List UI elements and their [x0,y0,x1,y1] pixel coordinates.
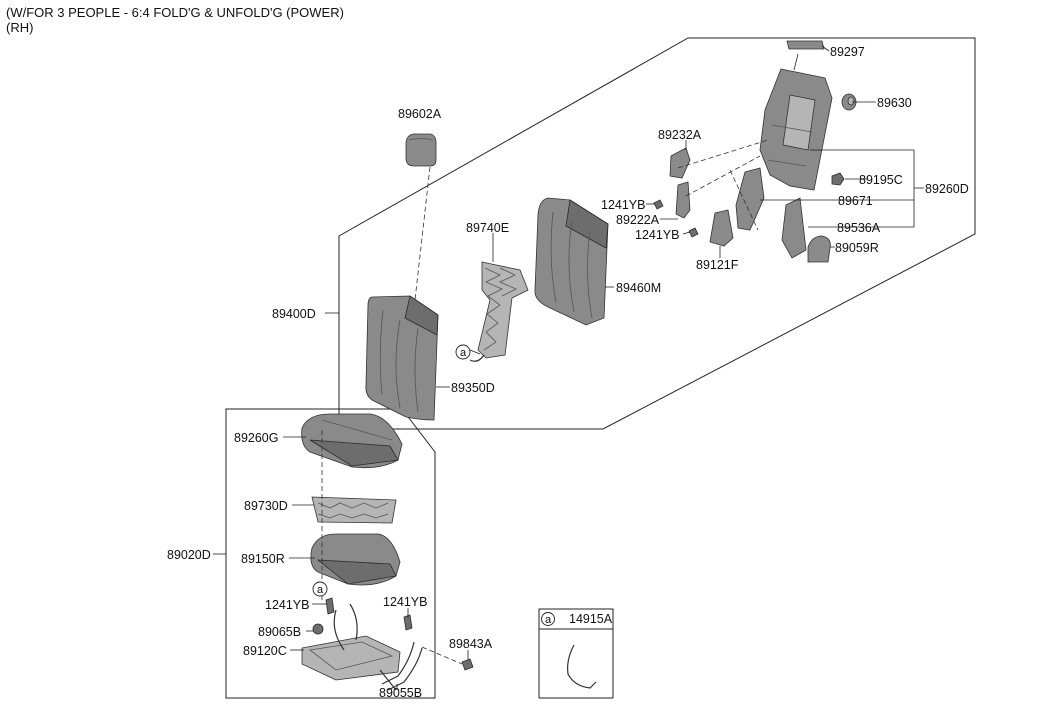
assembly-line [729,169,759,231]
label-89350D[interactable]: 89350D [451,381,495,395]
label-89195C[interactable]: 89195C [859,173,903,187]
diagram-title-line1: (W/FOR 3 PEOPLE - 6:4 FOLD'G & UNFOLD'G … [6,5,344,20]
label-89297[interactable]: 89297 [830,45,865,59]
label-89843A[interactable]: 89843A [449,637,493,651]
svg-text:a: a [460,347,467,359]
label-89630[interactable]: 89630 [877,96,912,110]
screw-1241YB-cushion-left[interactable] [325,597,335,615]
label-89059R[interactable]: 89059R [835,241,879,255]
label-89460M[interactable]: 89460M [616,281,661,295]
seatback-back-panel-89460M[interactable] [534,197,609,326]
label-89065B[interactable]: 89065B [258,625,301,639]
leader-lines [213,101,924,690]
grommet-89065B[interactable] [312,623,324,635]
latch-cover-89297[interactable] [786,40,830,52]
seatback-heater-89740E[interactable] [469,261,529,362]
bolt-89195C[interactable] [831,172,845,186]
bracket-89222A[interactable] [675,181,691,219]
bracket-89536A[interactable] [781,197,807,259]
headrest-leader [414,166,431,301]
label-1241YB-b[interactable]: 1241YB [635,228,679,242]
svg-text:a: a [317,584,324,596]
seatback-cover-89350D[interactable] [365,295,439,421]
label-1241YB-d[interactable]: 1241YB [265,598,309,612]
label-1241YB-a[interactable]: 1241YB [601,198,645,212]
ref-circle-cushion: a [312,581,328,597]
part-labels: 89297 89630 89602A 89232A 89195C 89260D … [167,45,969,700]
hinge-89671[interactable] [735,167,765,231]
label-89602A[interactable]: 89602A [398,107,442,121]
seatback-frame-89260D[interactable] [759,53,833,191]
assembly-line [677,139,769,169]
label-89121F[interactable]: 89121F [696,258,739,272]
label-89400D[interactable]: 89400D [272,307,316,321]
label-89150R[interactable]: 89150R [241,552,285,566]
label-89730D[interactable]: 89730D [244,499,288,513]
knob-89630[interactable] [841,93,857,111]
label-89536A[interactable]: 89536A [837,221,881,235]
label-89260G[interactable]: 89260G [234,431,278,445]
bracket-89232A[interactable] [669,147,691,179]
label-89120C[interactable]: 89120C [243,644,287,658]
label-89055B[interactable]: 89055B [379,686,422,700]
cover-89059R[interactable] [807,235,831,263]
svg-text:a: a [545,614,552,626]
assembly-line [421,646,463,665]
ref-circle-backrest: a [455,344,471,360]
label-89232A[interactable]: 89232A [658,128,702,142]
label-14915A[interactable]: 14915A [569,612,613,626]
screw-1241YB-upper[interactable] [653,199,664,210]
label-89671[interactable]: 89671 [838,194,873,208]
label-89260D[interactable]: 89260D [925,182,969,196]
bolt-89843A[interactable] [461,658,474,671]
legend-box [538,608,614,699]
wire-clip-14915A[interactable] [567,644,597,689]
headrest-89602A[interactable] [405,133,437,167]
ref-circle-legend: a [541,612,555,626]
label-89740E[interactable]: 89740E [466,221,509,235]
cushion-cover-89260G[interactable] [301,413,403,469]
cushion-heater-89730D[interactable] [311,496,397,524]
screw-1241YB-lower[interactable] [688,227,699,238]
bracket-89121F[interactable] [709,209,734,247]
cushion-assembly-frame [225,408,436,699]
diagram-title-line2: (RH) [6,20,34,35]
spring-89055B[interactable] [379,669,397,691]
assembly-line [685,155,761,197]
cushion-pad-89150R[interactable] [310,533,401,586]
cushion-frame-89120C[interactable] [301,603,423,691]
label-89020D[interactable]: 89020D [167,548,211,562]
label-1241YB-c[interactable]: 1241YB [383,595,427,609]
label-89222A[interactable]: 89222A [616,213,660,227]
